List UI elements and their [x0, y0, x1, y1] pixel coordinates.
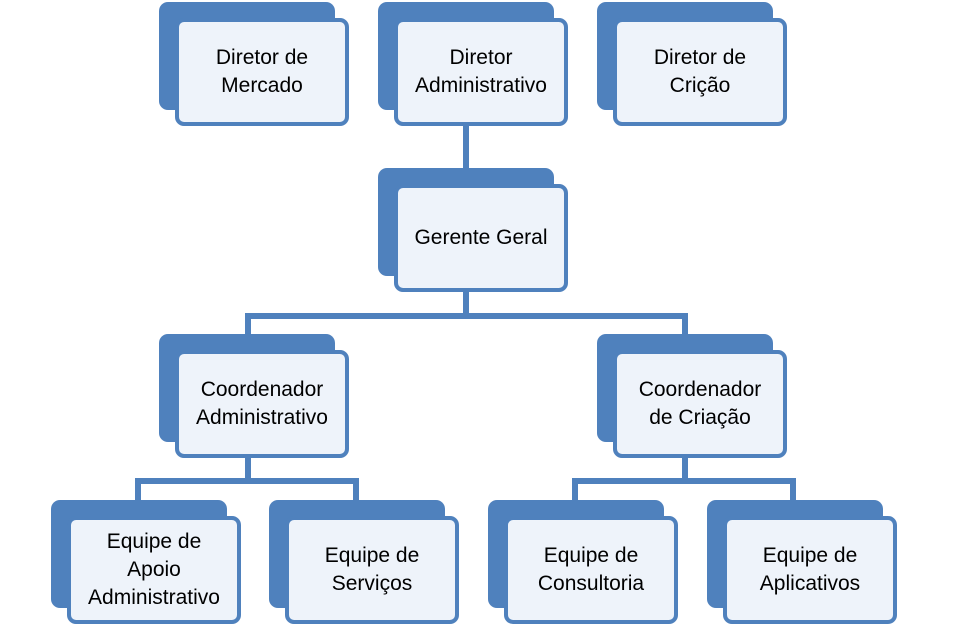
connector-manager-down	[463, 284, 469, 316]
connector-to-team-consulting	[572, 478, 578, 500]
node-label: Equipe de Serviços	[324, 544, 420, 595]
node-label: Coordenador de Criação	[638, 378, 762, 429]
connector-to-team-admin-support	[135, 478, 141, 500]
node-label: Gerente Geral	[414, 226, 548, 249]
node-label: Diretor Administrativo	[415, 46, 547, 97]
connector-to-coordinator-admin	[245, 313, 251, 335]
connector-coordinator-admin-down	[245, 450, 251, 484]
connector-to-team-services	[353, 478, 359, 500]
node-label: Diretor de Crição	[653, 46, 747, 97]
node-label: Diretor de Mercado	[215, 46, 309, 97]
connector-to-coordinator-creation	[682, 313, 688, 335]
connector-to-team-apps	[790, 478, 796, 500]
connector-creation-teams-bar	[572, 478, 796, 484]
node-label: Equipe de Consultoria	[537, 544, 645, 595]
connector-coordinators-bar	[245, 313, 688, 319]
node-label: Coordenador Administrativo	[196, 378, 328, 429]
connector-admin-teams-bar	[135, 478, 359, 484]
node-label: Equipe de Aplicativos	[759, 544, 861, 595]
node-label: Equipe de Apoio Administrativo	[88, 530, 220, 609]
connector-coordinator-creation-down	[682, 450, 688, 484]
connector-director-to-manager	[463, 118, 469, 172]
